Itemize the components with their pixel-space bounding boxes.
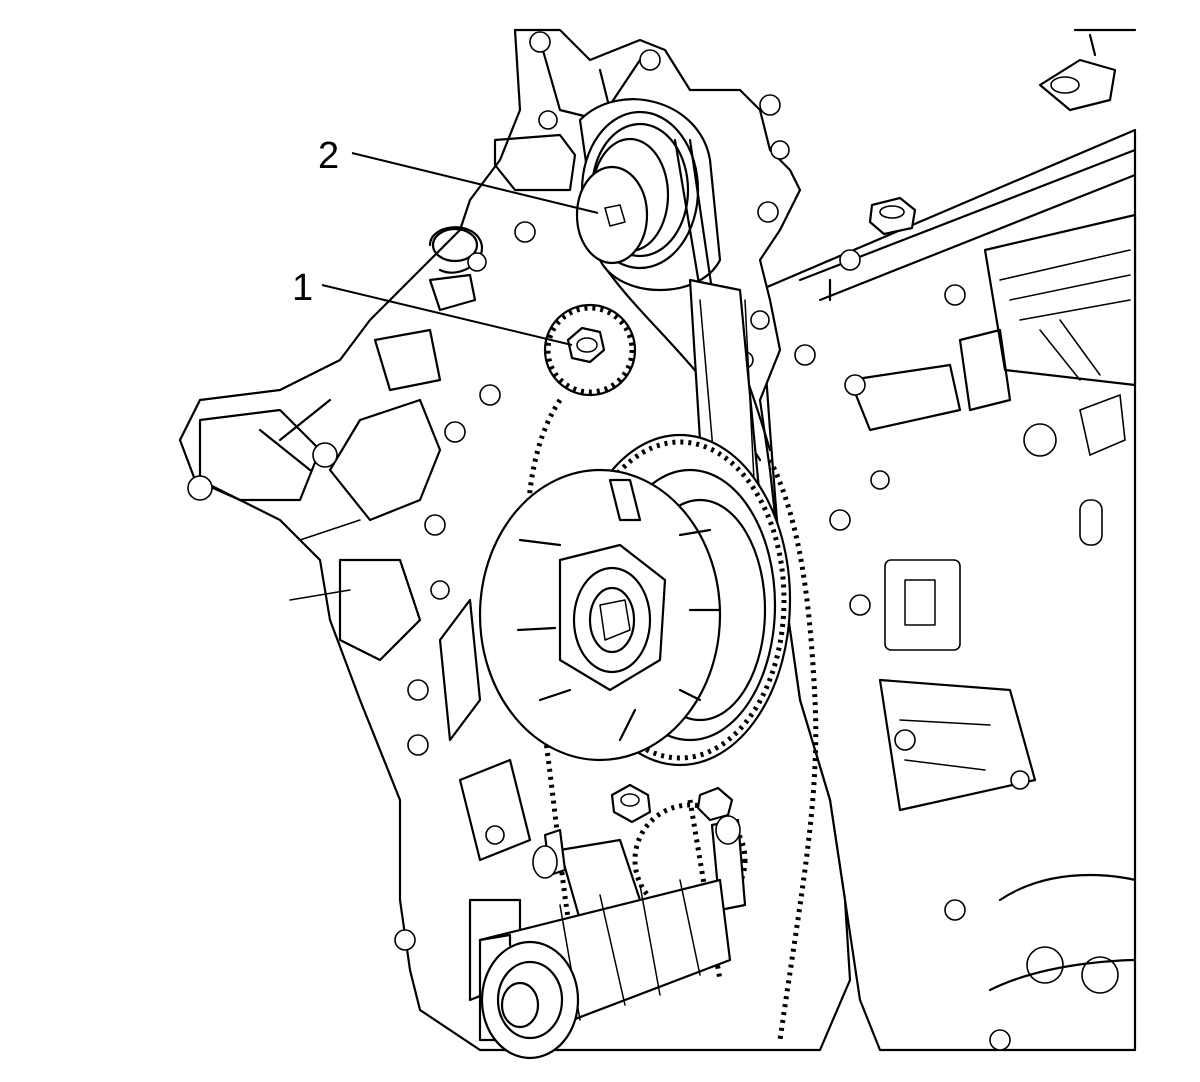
- upper-pulley: [575, 98, 722, 292]
- sprocket-bolt: [566, 326, 606, 364]
- crankshaft-nose: [478, 878, 732, 1060]
- upper-sprocket: [543, 303, 637, 397]
- callout-2-label: 2: [318, 135, 339, 177]
- callout-2-leader: [351, 152, 599, 214]
- callout-1-label: 1: [292, 267, 313, 309]
- reluctor-wheel: [478, 468, 722, 762]
- callout-1: 1: [292, 267, 573, 346]
- callout-2: 2: [318, 135, 599, 214]
- lower-components: [532, 783, 748, 918]
- engine-block: [758, 28, 1137, 1052]
- callout-1-leader: [321, 284, 573, 346]
- pulley-bolt-head: [604, 204, 626, 227]
